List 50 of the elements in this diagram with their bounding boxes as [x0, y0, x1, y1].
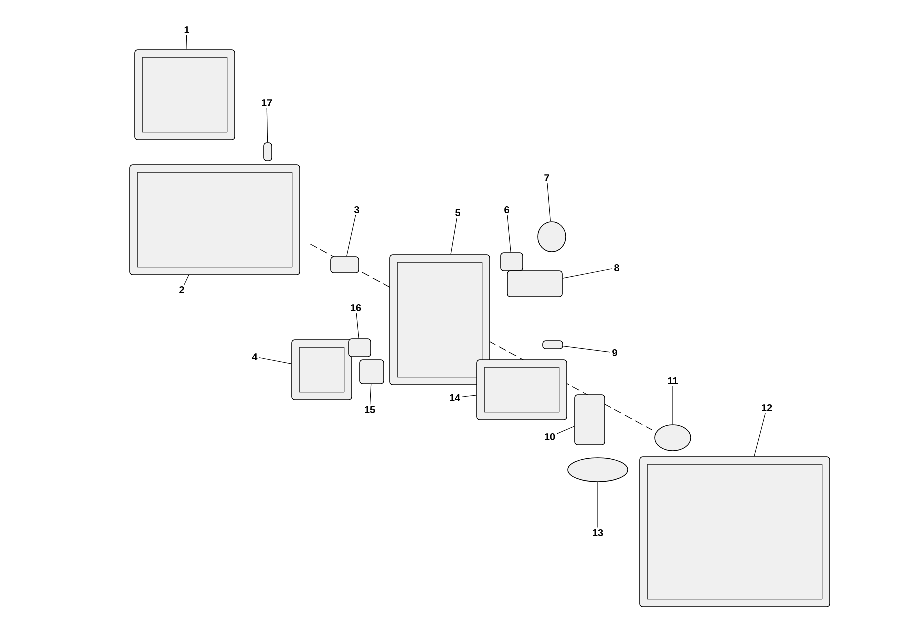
callout-number: 12 [762, 404, 772, 412]
callout-number: 15 [365, 406, 376, 414]
callout-number: 9 [612, 349, 618, 357]
callout-number: 8 [614, 264, 620, 272]
leader-line [370, 384, 372, 406]
callout-number: 16 [351, 304, 362, 312]
callout-number: 17 [262, 100, 272, 106]
callout-number: 11 [668, 378, 678, 384]
callout-number: 5 [456, 210, 460, 216]
callout-number: 7 [544, 174, 550, 182]
pin-drawing [264, 142, 272, 162]
motor-drawing [130, 164, 300, 276]
solenoid-valve-drawing [292, 340, 352, 400]
leader-line [754, 412, 766, 457]
leader-line [556, 426, 575, 434]
callout-number: 3 [354, 206, 360, 214]
leader-line [450, 218, 458, 255]
callout-number: 6 [504, 206, 510, 214]
callout-number: 1 [184, 26, 190, 34]
tank-drawing [640, 456, 830, 608]
leader-line [547, 182, 551, 222]
leader-line [259, 358, 292, 364]
leader-line [562, 268, 613, 279]
fitting-drawing [348, 338, 372, 358]
leader-line [186, 34, 188, 50]
leader-line [266, 108, 268, 143]
callout-number: 2 [180, 286, 184, 294]
callout-number: 14 [450, 394, 460, 402]
leader-line [184, 275, 190, 286]
leader-line [563, 346, 611, 353]
fitting-drawing [500, 252, 524, 272]
callout-number: 13 [593, 529, 604, 537]
leader-line [507, 214, 512, 253]
leader-line [356, 312, 360, 339]
valve-block-drawing [390, 254, 490, 386]
filler-cap-drawing [654, 424, 692, 452]
elbow-drawing [574, 394, 606, 446]
leader-line [346, 214, 356, 257]
fitting-drawing [360, 360, 384, 384]
pin-drawing [542, 340, 564, 350]
solenoid-drawing [134, 50, 236, 140]
leader-line [672, 386, 674, 425]
leader-line [462, 395, 477, 398]
washer-drawing [568, 458, 628, 482]
coupling-sleeve-drawing [330, 256, 360, 274]
plug-drawing [538, 222, 566, 252]
pump-drawing [476, 360, 568, 420]
callout-number: 10 [545, 433, 556, 441]
relief-valve-drawing [507, 270, 563, 298]
callout-number: 4 [252, 354, 258, 360]
